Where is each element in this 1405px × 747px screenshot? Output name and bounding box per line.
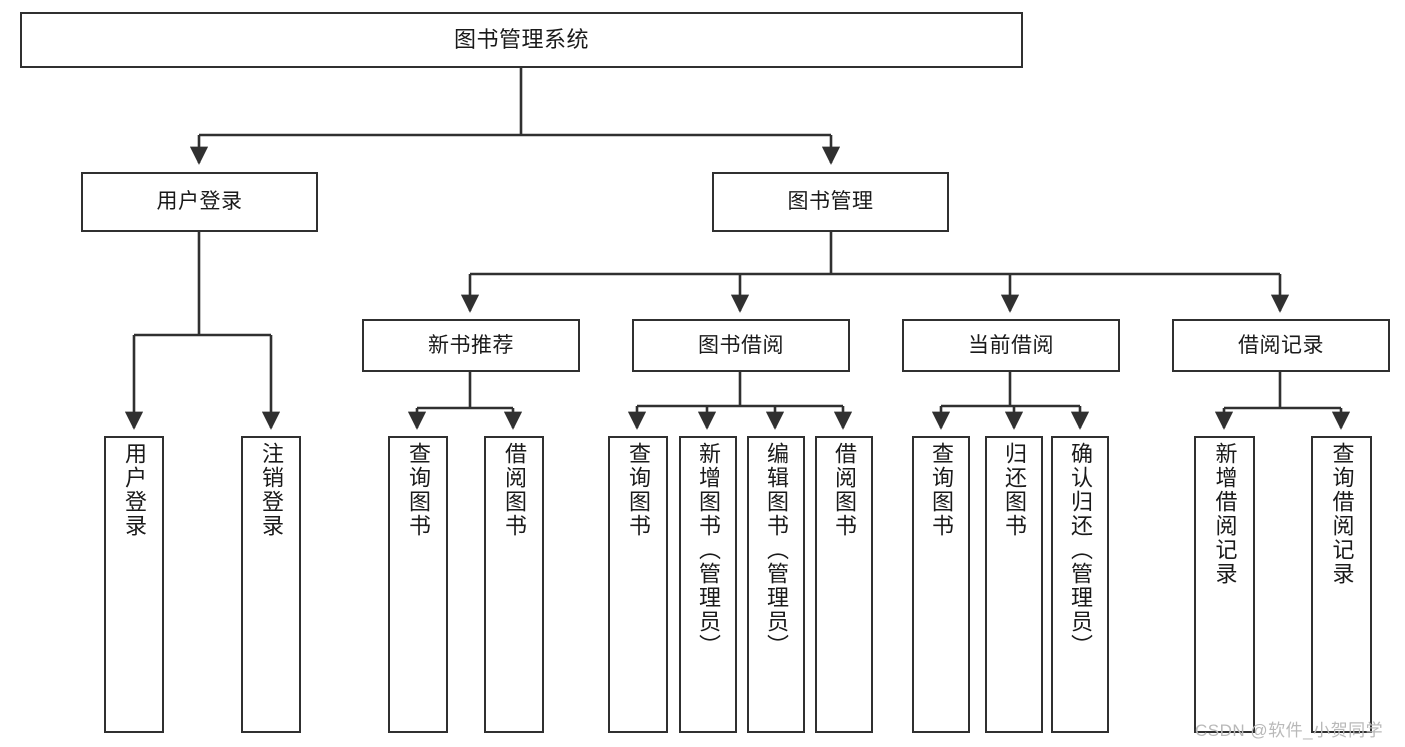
node-user-login-label: 用户登录 [156,190,243,214]
leaf-borrow-book-1-label: 借阅图书 [502,442,527,538]
node-current-borrow[interactable]: 当前借阅 [902,319,1120,372]
leaf-query-book-3-label: 查询图书 [929,442,954,538]
node-book-manage[interactable]: 图书管理 [712,172,949,232]
node-root-label: 图书管理系统 [453,26,589,52]
node-new-book-rec[interactable]: 新书推荐 [362,319,580,372]
leaf-edit-book-label: 编辑图书（管理员） [764,442,789,658]
leaf-return-book-label: 归还图书 [1002,442,1027,538]
node-borrow-record-label: 借阅记录 [1238,333,1324,357]
leaf-edit-book[interactable]: 编辑图书（管理员） [747,436,805,733]
node-book-manage-label: 图书管理 [787,190,874,214]
leaf-add-record-label: 新增借阅记录 [1212,442,1238,586]
node-borrow-record[interactable]: 借阅记录 [1172,319,1390,372]
leaf-borrow-book-2[interactable]: 借阅图书 [815,436,873,733]
leaf-add-record[interactable]: 新增借阅记录 [1194,436,1255,733]
node-root[interactable]: 图书管理系统 [20,12,1023,68]
leaf-borrow-book-2-label: 借阅图书 [832,442,857,538]
leaf-logout-label: 注销登录 [259,442,284,538]
leaf-add-book-label: 新增图书（管理员） [696,442,721,658]
leaf-query-book-1[interactable]: 查询图书 [388,436,448,733]
leaf-confirm-return[interactable]: 确认归还（管理员） [1051,436,1109,733]
leaf-user-login[interactable]: 用户登录 [104,436,164,733]
leaf-query-record-label: 查询借阅记录 [1329,442,1355,586]
leaf-user-login-label: 用户登录 [122,442,147,538]
leaf-borrow-book-1[interactable]: 借阅图书 [484,436,544,733]
leaf-query-book-1-label: 查询图书 [406,442,431,538]
leaf-confirm-return-label: 确认归还（管理员） [1068,442,1093,658]
leaf-return-book[interactable]: 归还图书 [985,436,1043,733]
leaf-logout[interactable]: 注销登录 [241,436,301,733]
leaf-query-record[interactable]: 查询借阅记录 [1311,436,1372,733]
node-new-book-rec-label: 新书推荐 [428,333,514,357]
node-book-borrow-label: 图书借阅 [698,333,784,357]
node-user-login[interactable]: 用户登录 [81,172,318,232]
leaf-query-book-2[interactable]: 查询图书 [608,436,668,733]
node-book-borrow[interactable]: 图书借阅 [632,319,850,372]
leaf-add-book[interactable]: 新增图书（管理员） [679,436,737,733]
leaf-query-book-2-label: 查询图书 [626,442,651,538]
csdn-watermark: CSDN @软件_小贺同学 [1195,721,1384,740]
node-current-borrow-label: 当前借阅 [968,333,1054,357]
leaf-query-book-3[interactable]: 查询图书 [912,436,970,733]
